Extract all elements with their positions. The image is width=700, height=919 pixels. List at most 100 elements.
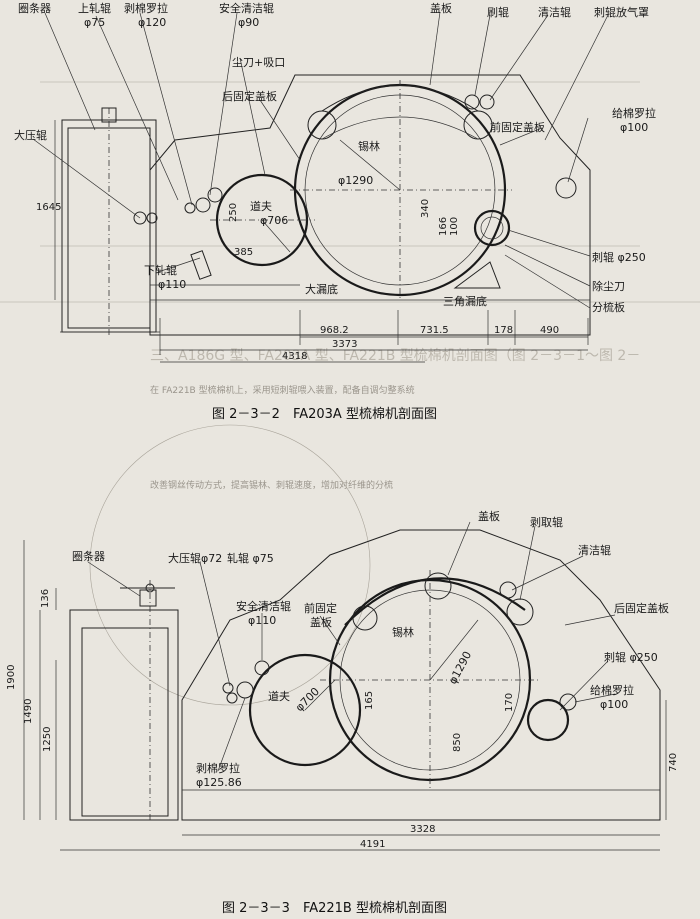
licker-in-2	[526, 698, 570, 742]
lower-roller-box	[190, 250, 212, 280]
dim-3373: 3373	[332, 339, 357, 350]
label-feed-roller-d-2: φ100	[600, 698, 628, 711]
label-rear-plate: 后固定盖板	[222, 89, 277, 103]
dim-178: 178	[494, 325, 513, 336]
doffer-stripper-roller	[195, 197, 211, 213]
safety-clean-roller-2	[254, 660, 270, 676]
caption-figure-2: 图 2－3－3 FA221B 型梳棉机剖面图	[222, 901, 447, 916]
label-carding-plate: 分梳板	[592, 300, 625, 314]
flats-track-2	[344, 577, 526, 626]
label-licker-2: 刺辊 φ250	[604, 650, 658, 664]
coiler-head	[101, 107, 117, 123]
label-roller-2: 轧辊 φ75	[227, 551, 274, 565]
frame-outline-2	[181, 529, 661, 821]
flats-roller-2a	[424, 572, 452, 600]
label-doffer-stripper: 剥棉罗拉	[124, 1, 168, 15]
flats-roller-2b	[352, 605, 378, 631]
dim-1900: 1900	[6, 665, 17, 690]
label-flats: 盖板	[430, 1, 452, 15]
bleed-through: 三、A186G 型、FA203A 型、FA221B 型梳棉机剖面图（图 2－3－…	[0, 81, 700, 706]
label-safety-clean-d-2: φ110	[248, 614, 276, 627]
dim-385: 385	[234, 247, 253, 258]
dim-340: 340	[420, 199, 431, 218]
dim-968: 968.2	[320, 325, 349, 336]
coiler-inner-2	[81, 627, 169, 817]
bleed-text-1: 三、A186G 型、FA203A 型、FA221B 型梳棉机剖面图（图 2－3－…	[150, 347, 640, 364]
brush-roller	[464, 94, 480, 110]
figure-fa203a: 圈条器 上轧辊 φ75 剥棉罗拉 φ120 安全清洁辊 φ90 尘刀+吸口 后固…	[14, 1, 656, 422]
label-rear-plate-2: 后固定盖板	[614, 601, 669, 615]
dim-1490: 1490	[23, 699, 34, 724]
label-coiler-2: 圈条器	[72, 549, 105, 563]
label-safety-clean-d: φ90	[238, 16, 259, 29]
label-front-plate2-2: 盖板	[310, 615, 332, 629]
label-safety-clean-2: 安全清洁辊	[236, 599, 291, 613]
dim-250: 250	[228, 203, 239, 222]
label-safety-clean: 安全清洁辊	[219, 1, 274, 15]
licker-in	[473, 209, 511, 247]
label-cylinder: 锡林	[358, 139, 380, 153]
doffer-stripper-2	[236, 681, 254, 699]
dim-170: 170	[504, 693, 515, 712]
clean-roller-2	[499, 581, 517, 599]
label-clean-roller: 清洁辊	[538, 5, 571, 19]
label-doffer: 道夫	[250, 199, 272, 213]
dim-166: 166	[438, 217, 449, 236]
dim-100: 100	[449, 217, 460, 236]
label-big-roller: 大压辊	[14, 128, 47, 142]
upper-roller	[184, 202, 196, 214]
label-doffer-d-2: φ700	[293, 685, 322, 714]
label-doffer-stripper-2: 剥棉罗拉	[196, 761, 240, 775]
flats-roller-left	[307, 110, 337, 140]
label-coiler: 圈条器	[18, 1, 51, 15]
dim-136: 136	[40, 589, 51, 608]
take-off-roller	[506, 598, 534, 626]
label-front-plate: 前固定盖板	[490, 120, 545, 134]
label-doffer-stripper-d: φ120	[138, 16, 166, 29]
label-tri-undercasing: 三角漏底	[443, 294, 487, 308]
label-licker: 刺辊 φ250	[592, 250, 646, 264]
label-exhaust: 刺辊放气罩	[594, 5, 649, 19]
big-press-roller-2	[222, 682, 234, 694]
label-big-roller-2: 大压辊φ72	[168, 551, 222, 565]
big-press-roller	[133, 211, 147, 225]
dim-740: 740	[668, 753, 679, 772]
dim-165: 165	[364, 691, 375, 710]
triangle-undercasing	[453, 261, 501, 289]
label-upper-roller: 上轧辊	[78, 1, 111, 15]
label-upper-roller-d: φ75	[84, 16, 105, 29]
label-mote-knife: 除尘刀	[592, 279, 625, 293]
coiler-head-2	[139, 589, 157, 607]
label-feed-roller: 给棉罗拉	[612, 106, 656, 120]
label-feed-roller-2: 给棉罗拉	[590, 683, 634, 697]
frame-outline	[149, 74, 591, 336]
figure-fa221b: 圈条器 大压辊φ72 轧辊 φ75 安全清洁辊 φ110 前固定 盖板 盖板 剥…	[6, 509, 679, 916]
bleed-text-3: 改善钢丝传动方式，提高锡林、刺辊速度，增加对纤维的分梳	[150, 479, 393, 491]
label-doffer-d: φ706	[260, 214, 288, 227]
dim-4318: 4318	[282, 351, 307, 362]
dim-1645: 1645	[36, 202, 61, 213]
doffer-2	[248, 653, 362, 767]
clean-roller	[479, 94, 495, 110]
label-big-undercasing: 大漏底	[305, 282, 338, 296]
bleed-text-2: 在 FA221B 型梳棉机上，采用短刺辊喂入装置，配备自调匀整系统	[150, 384, 415, 396]
caption-figure-1: 图 2－3－2 FA203A 型梳棉机剖面图	[212, 407, 437, 422]
dim-490: 490	[540, 325, 559, 336]
label-clean-roller-2: 清洁辊	[578, 543, 611, 557]
label-front-plate-2: 前固定	[304, 601, 337, 615]
coiler-body-2	[69, 609, 179, 821]
label-dust-knife: 尘刀+吸口	[232, 56, 285, 69]
dim-1250: 1250	[42, 727, 53, 752]
label-cylinder-2: 锡林	[392, 625, 414, 639]
safety-clean-roller	[207, 187, 223, 203]
label-take-off: 剥取辊	[530, 515, 563, 529]
dim-731: 731.5	[420, 325, 449, 336]
label-doffer-stripper-d-2: φ125.86	[196, 776, 242, 789]
dim-3328: 3328	[410, 824, 435, 835]
label-brush: 刷辊	[487, 5, 509, 19]
flats-roller-right	[463, 110, 493, 140]
label-feed-roller-d: φ100	[620, 121, 648, 134]
label-doffer-2: 道夫	[268, 689, 290, 703]
